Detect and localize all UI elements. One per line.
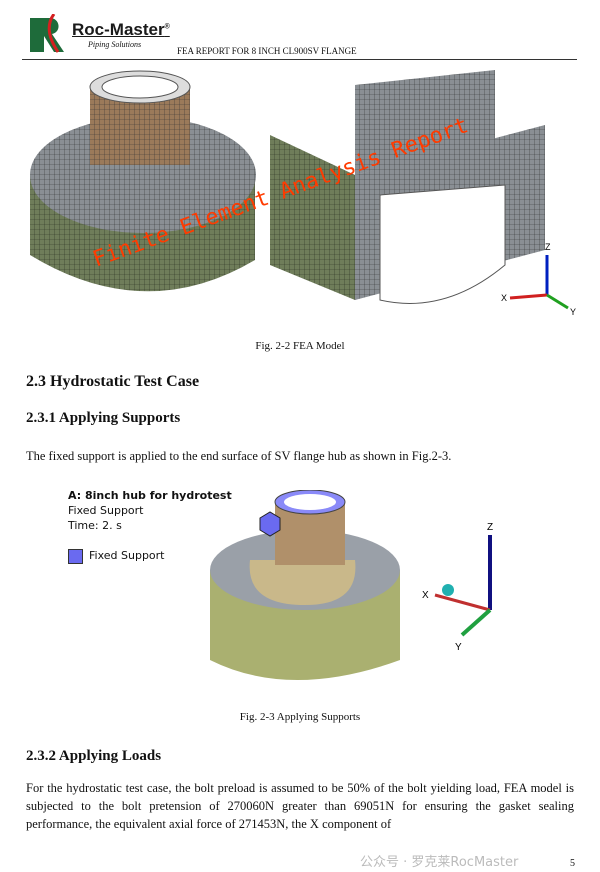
subsection-heading: 2.3.1 Applying Supports (26, 410, 181, 426)
legend-title: A: 8inch hub for hydrotest (68, 489, 232, 502)
body-paragraph: The fixed support is applied to the end … (26, 449, 452, 463)
footer-watermark: 公众号 · 罗克莱RocMaster (360, 855, 519, 870)
applying-supports-figure: Z X Y (210, 490, 493, 680)
brand-name: Roc-Master® (72, 20, 170, 39)
axis-y-label: Y (455, 642, 462, 653)
fea-model-figure: Z X Y (30, 70, 576, 317)
legend-time: Time: 2. s (68, 519, 122, 532)
page-number: 5 (570, 858, 575, 869)
axis-y-label: Y (570, 307, 576, 317)
axis-z-label: Z (487, 522, 493, 533)
header-rule (22, 59, 577, 60)
figure-legend: A: 8inch hub for hydrotest Fixed Support… (68, 488, 232, 564)
fixed-support-swatch (68, 548, 83, 564)
axis-x-label: X (501, 293, 507, 303)
figure-caption: Fig. 2-2 FEA Model (255, 340, 345, 352)
axis-x-label: X (422, 590, 429, 601)
axis-z-label: Z (545, 242, 551, 252)
legend-item: Fixed Support (89, 549, 165, 562)
legend-type: Fixed Support (68, 504, 144, 517)
subsection-heading: 2.3.2 Applying Loads (26, 748, 162, 764)
full-flange-mesh (30, 70, 256, 292)
axis-triad: Z X Y (501, 242, 576, 317)
roc-master-logo (30, 14, 64, 53)
section-heading: 2.3 Hydrostatic Test Case (26, 373, 200, 390)
report-header-title: FEA REPORT FOR 8 INCH CL900SV FLANGE (177, 46, 357, 56)
axis-triad: Z X Y (422, 522, 493, 653)
half-section-mesh (270, 70, 545, 304)
body-paragraph: For the hydrostatic test case, the bolt … (26, 781, 574, 831)
brand-tagline: Piping Solutions (88, 40, 142, 49)
figure-caption: Fig. 2-3 Applying Supports (239, 711, 361, 723)
